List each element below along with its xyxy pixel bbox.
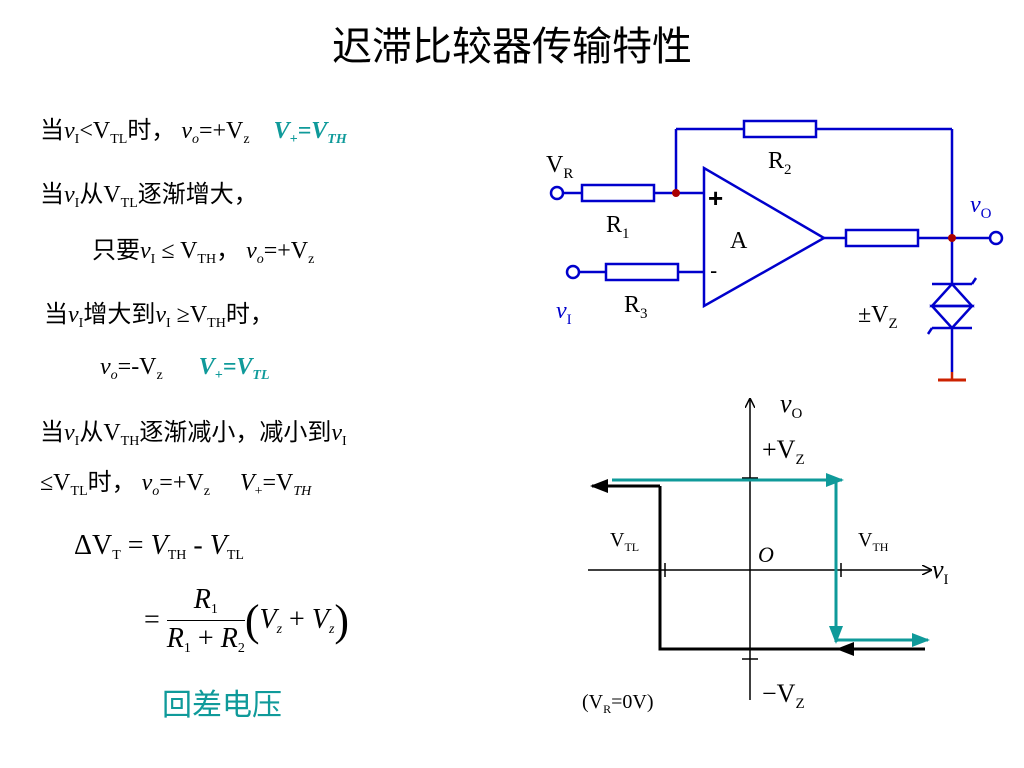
decreasing-path	[590, 479, 925, 656]
vi-terminal-label: vI	[556, 298, 572, 328]
graph-vi-label: vI	[932, 555, 949, 588]
increasing-path	[612, 473, 930, 647]
graph-minus-vz-label: −VZ	[762, 679, 805, 712]
text-line-3: 只要vI ≤ VTH， vo=+Vz	[92, 238, 315, 267]
text-line-4: 当vI增大到vI ≥VTH时，	[44, 302, 274, 331]
equation-line-1: ΔVT = VTH - VTL	[74, 530, 244, 563]
graph-origin-label: O	[758, 542, 774, 567]
page-title: 迟滞比较器传输特性	[332, 24, 692, 69]
r1-label: R1	[606, 212, 630, 242]
r2-label: R2	[768, 148, 792, 178]
node-dot	[672, 189, 680, 197]
vz-label: ±VZ	[858, 302, 898, 332]
vo-terminal-label: vO	[970, 192, 992, 222]
vr-label: VR	[546, 152, 573, 182]
r3-label: R3	[624, 292, 648, 322]
graph-vr-note: (VR=0V)	[582, 691, 654, 716]
text-line-6: 当vI从VTH逐渐减小，减小到vI	[40, 420, 347, 449]
graph-plus-vz-label: +VZ	[762, 435, 805, 468]
text-line-7: ≤VTL时， vo=+Vz V+=VTH	[40, 470, 312, 499]
hysteresis-voltage-label: 回差电压	[162, 689, 282, 722]
graph-vo-label: vO	[780, 389, 803, 422]
text-line-2: 当vI从VTL逐渐增大，	[40, 182, 258, 211]
node-dot	[948, 234, 956, 242]
opamp-label: A	[730, 228, 748, 254]
text-line-1: 当vI<VTL时， vo=+Vz V+=VTH	[40, 118, 347, 147]
text-line-5: vo=-Vz V+=VTL	[100, 354, 270, 383]
inverting-minus: -	[710, 258, 717, 283]
graph-vth-label: VTH	[858, 529, 889, 554]
noninverting-plus: +	[708, 183, 723, 213]
graph-vtl-label: VTL	[610, 529, 639, 554]
